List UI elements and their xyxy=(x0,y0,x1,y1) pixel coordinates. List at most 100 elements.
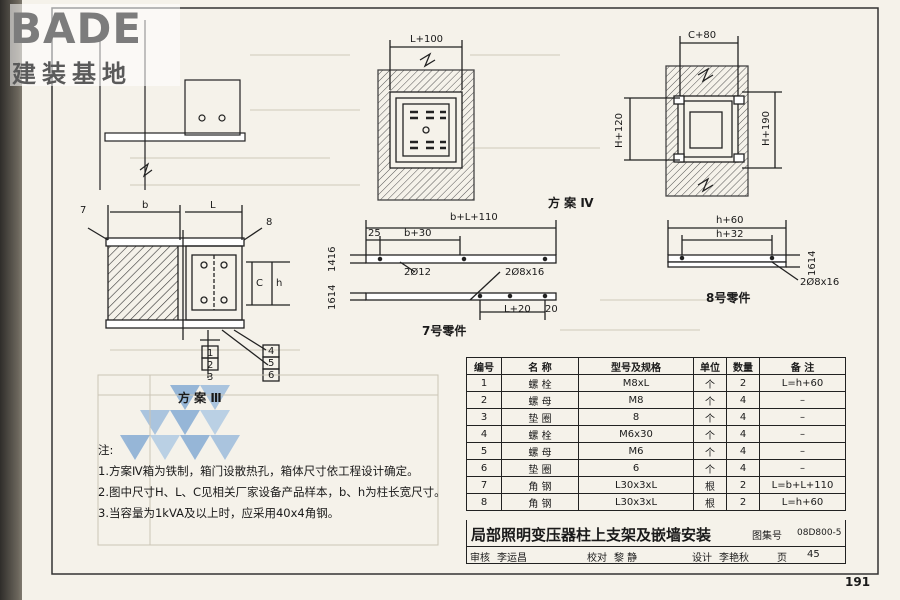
cell: 个 xyxy=(693,459,727,477)
cell: 个 xyxy=(693,391,727,409)
cell: 8 xyxy=(578,408,694,426)
dim-phi16b: 2Ø8x16 xyxy=(800,277,840,288)
cell: 螺 母 xyxy=(501,391,579,409)
cell: 根 xyxy=(693,493,727,511)
cell: 个 xyxy=(693,374,727,392)
table-header-row: 编号 名 称 型号及规格 单位 数量 备 注 xyxy=(466,357,846,375)
cell: 个 xyxy=(693,425,727,443)
cell: – xyxy=(759,408,846,426)
callout-4: 4 xyxy=(268,346,275,357)
notes-head: 注: xyxy=(98,443,114,457)
caption-part7: 7号零件 xyxy=(422,324,467,338)
note-1: 1.方案Ⅳ箱为铁制，箱门设散热孔，箱体尺寸依工程设计确定。 xyxy=(98,464,419,478)
brand-logo: BADE 建装基地 xyxy=(10,4,180,88)
th-qty: 数量 xyxy=(726,357,760,375)
reviewer-name: 李运昌 xyxy=(497,553,527,564)
cell: 垫 圈 xyxy=(501,459,579,477)
cell: 6 xyxy=(578,459,694,477)
bleed-table xyxy=(97,374,439,546)
page-label: 页 xyxy=(777,553,787,564)
sheet-border xyxy=(51,7,879,575)
cell: – xyxy=(759,459,846,477)
cell: 4 xyxy=(726,425,760,443)
cell: 8 xyxy=(466,493,502,511)
sheet-page-no: 45 xyxy=(807,549,820,560)
dim-1614b: 1614 xyxy=(807,250,818,276)
dim-L: L xyxy=(210,200,216,211)
th-spec: 型号及规格 xyxy=(578,357,694,375)
notes-block: 注: 1.方案Ⅳ箱为铁制，箱门设散热孔，箱体尺寸依工程设计确定。 2.图中尺寸H… xyxy=(98,440,458,524)
caption-scheme4: 方 案 Ⅳ xyxy=(548,196,594,210)
cell: 根 xyxy=(693,476,727,494)
dim-bL110: b+L+110 xyxy=(450,212,498,223)
review-label: 审核 xyxy=(470,553,490,564)
callout-7: 7 xyxy=(80,205,87,216)
dim-c: C xyxy=(256,278,263,289)
cell: 2 xyxy=(726,493,760,511)
cell: 个 xyxy=(693,408,727,426)
dim-l100: L+100 xyxy=(410,34,444,45)
atlas-label: 图集号 xyxy=(752,531,782,542)
cell: L30x3xL xyxy=(578,493,694,511)
logo-wordmark: BADE xyxy=(10,4,143,53)
drawing-title: 局部照明变压器柱上支架及嵌墙安装 xyxy=(471,526,712,544)
signature-row: 审核 李运昌 校对 黎 静 设计 李艳秋 页 45 xyxy=(466,547,846,564)
cell: 2 xyxy=(466,391,502,409)
dim-h120: H+120 xyxy=(614,113,625,148)
cell: L30x3xL xyxy=(578,476,694,494)
callout-5: 5 xyxy=(268,358,275,369)
cell: 4 xyxy=(726,459,760,477)
dim-b30: b+30 xyxy=(404,228,432,239)
cell: 螺 母 xyxy=(501,442,579,460)
cell: 7 xyxy=(466,476,502,494)
dim-h: h xyxy=(276,278,283,289)
wall-box-drawing xyxy=(624,36,782,197)
th-remark: 备 注 xyxy=(759,357,846,375)
callout-6: 6 xyxy=(268,370,275,381)
check-label: 校对 xyxy=(587,553,607,564)
cell: – xyxy=(759,442,846,460)
book-page-number: 191 xyxy=(845,575,871,589)
cell: 4 xyxy=(726,442,760,460)
logo-subtitle: 建装基地 xyxy=(12,60,132,88)
part8-drawing xyxy=(667,220,800,281)
dim-h32: h+32 xyxy=(716,229,744,240)
design-label: 设计 xyxy=(692,553,712,564)
cell: 角 钢 xyxy=(501,476,579,494)
callout-3: 3 xyxy=(207,372,214,383)
callout-2: 2 xyxy=(207,360,214,371)
atlas-code: 08D800-5 xyxy=(797,528,842,538)
cell: – xyxy=(759,425,846,443)
cell: 螺 栓 xyxy=(501,425,579,443)
scheme3-drawing xyxy=(87,205,290,382)
bleed-through xyxy=(110,54,720,351)
dim-c80: C+80 xyxy=(688,30,717,41)
dim-1416: 1416 xyxy=(327,246,338,272)
cell: 3 xyxy=(466,408,502,426)
th-name: 名 称 xyxy=(501,357,579,375)
note-3: 3.当容量为1kVA及以上时，应采用40x4角钢。 xyxy=(98,506,340,520)
cell: 1 xyxy=(466,374,502,392)
cell: 5 xyxy=(466,442,502,460)
part7-drawing xyxy=(350,220,557,320)
title-block: 局部照明变压器柱上支架及嵌墙安装 图集号 08D800-5 审核 李运昌 校对 … xyxy=(466,520,846,564)
cell: 角 钢 xyxy=(501,493,579,511)
dim-b: b xyxy=(142,200,149,211)
caption-part8: 8号零件 xyxy=(706,291,751,305)
cell: 4 xyxy=(726,408,760,426)
cell: M6x30 xyxy=(578,425,694,443)
cell: 4 xyxy=(466,425,502,443)
checker-name: 黎 静 xyxy=(614,553,638,564)
callout-8: 8 xyxy=(266,217,273,228)
th-unit: 单位 xyxy=(693,357,727,375)
note-2: 2.图中尺寸H、L、C见相关厂家设备产品样本，b、h为柱长宽尺寸。 xyxy=(98,485,446,499)
caption-scheme3: 方 案 Ⅲ xyxy=(178,391,222,405)
